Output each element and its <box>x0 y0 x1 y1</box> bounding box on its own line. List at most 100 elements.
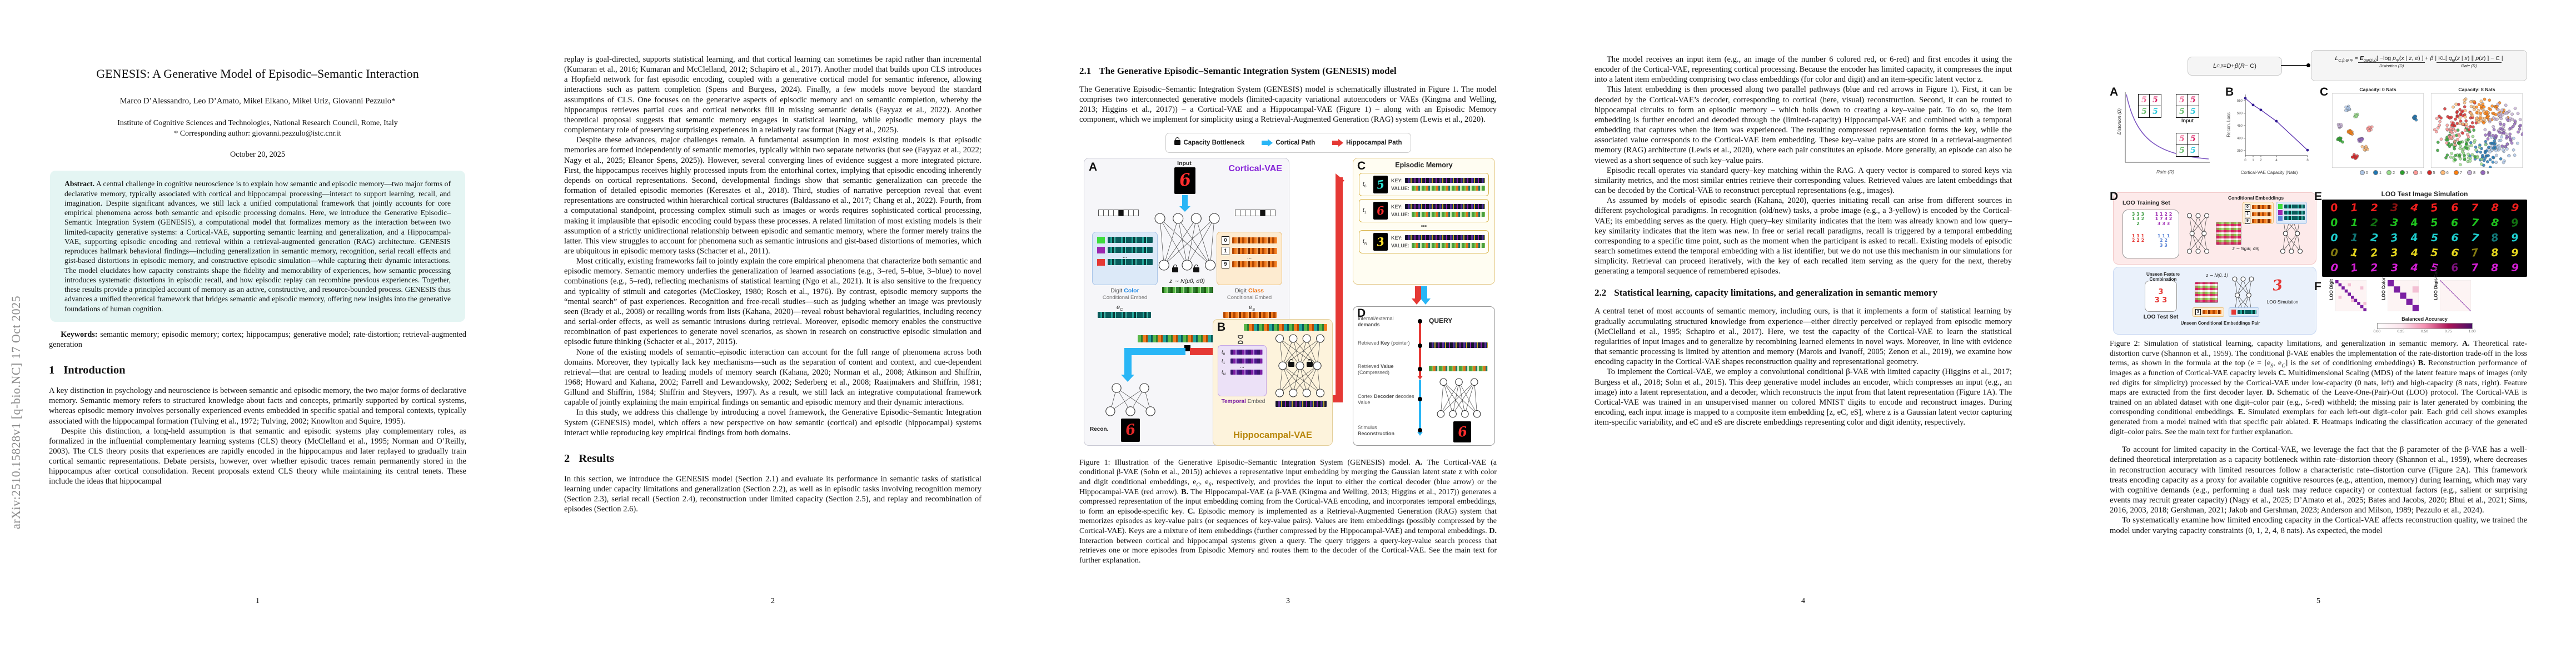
paragraph: As assumed by models of episodic search … <box>1595 196 2012 276</box>
dots: ... <box>1122 253 1128 260</box>
value-label: VALUE: <box>1391 242 1409 248</box>
svg-text:450: 450 <box>2237 125 2243 128</box>
authors-line: Marco D’Alessandro, Leo D’Amato, Mikel E… <box>119 96 396 106</box>
legend-item: Capacity Bottleneck <box>1174 137 1244 146</box>
section-number: 2.2 <box>1595 287 1607 298</box>
panel-letter: D <box>2110 190 2119 203</box>
query-flow-arrowhead-red <box>1417 375 1423 380</box>
input-embedding-strip <box>1244 323 1327 331</box>
input-label: Input <box>1177 160 1192 167</box>
query-arrow-red <box>1415 286 1421 298</box>
heatmap-digit: LOO Digit <box>2329 279 2367 314</box>
colorbar <box>2376 323 2473 329</box>
z-distribution-label: z ∼ N(μθ, σθ) <box>1169 277 1205 285</box>
heatmap-grid <box>2335 280 2367 314</box>
color-embeddings-chip <box>2276 202 2307 224</box>
episode-time-label: t1 <box>1363 207 1367 215</box>
equation-connector-dot <box>2306 63 2310 67</box>
flow-node <box>1418 343 1422 348</box>
page-number: 2 <box>771 597 775 605</box>
flow-node <box>1418 396 1422 401</box>
loo-training-set-label: LOO Training Set <box>2122 200 2170 206</box>
scatter-title-left: Capacity: 0 Nats <box>2359 87 2396 92</box>
value-label: VALUE: <box>1391 211 1409 217</box>
stimulus-reconstruction-label: Stimulus Reconstruction <box>1358 424 1395 436</box>
date: October 20, 2025 <box>230 150 285 160</box>
rate-distortion-curve <box>2125 92 2210 163</box>
legend-item: Hippocampal Path <box>1332 138 1402 147</box>
digit-color-label: Digit Color <box>1110 287 1139 294</box>
colorbar-title: Balanced Accuracy <box>2401 316 2448 322</box>
svg-text:1: 1 <box>2252 159 2254 162</box>
tN-label: tN <box>1222 369 1226 376</box>
page-number: 5 <box>2316 597 2320 605</box>
color-swatch-green <box>1097 236 1105 243</box>
dots: ... <box>1240 363 1244 369</box>
hourglass-icon <box>1238 335 1243 344</box>
cortex-decoder-label: Cortex Decoder decodes Value <box>1358 393 1414 405</box>
paragraph: This latent embedding is then processed … <box>1595 85 2012 165</box>
paragraph: Most critically, existing frameworks fai… <box>564 257 981 347</box>
section-title: Statistical learning, capacity limitatio… <box>1614 287 1937 298</box>
latent-feature-map <box>2216 222 2241 245</box>
class-digit: 9 <box>2245 218 2250 224</box>
figure1-panel-d-query-interaction: D Internal/external demands Retrieved Ke… <box>1353 306 1495 446</box>
query-label: QUERY <box>1429 316 1453 325</box>
episode-digit-image: 5 <box>1373 175 1388 193</box>
svg-text:4: 4 <box>2275 159 2278 162</box>
episode-entry: tN 3 KEY: VALUE: <box>1359 230 1489 253</box>
figure-legend: Capacity Bottleneck Cortical Path Hippoc… <box>1165 132 1411 153</box>
episode-digit-image: 3 <box>1373 232 1388 251</box>
lock-icon <box>1174 137 1181 146</box>
mds-scatter-high-capacity <box>2430 93 2528 171</box>
class-digit: 9 <box>1222 260 1229 268</box>
retrieved-value-label: Retrieved Value (Compressed) <box>1358 363 1394 375</box>
panel-letter: B <box>2225 86 2234 98</box>
episode-time-label: tN <box>1363 238 1367 246</box>
key-label: KEY: <box>1391 203 1403 210</box>
distortion-term: EqΘ(z|x)[ −log pΨ(x | z, e) ]Distortion … <box>2358 55 2425 68</box>
page-3: 2.1 The Generative Episodic–Semantic Int… <box>1030 0 1546 667</box>
heatmap-row: LOO Digit LOO Color LOO Digit-Color <box>2329 266 2527 314</box>
svg-text:0: 0 <box>2244 159 2246 162</box>
ec-label: eC <box>1117 303 1123 312</box>
conditional-embed-label: Conditional Embed <box>1227 294 1272 301</box>
x-axis-label: Rate (R) <box>2156 169 2175 175</box>
unseen-feature-combination-label: Unseen Feature Combination <box>2146 272 2180 282</box>
section-title: Results <box>579 452 615 465</box>
red-arrow-icon <box>1332 138 1344 147</box>
key-label: KEY: <box>1391 177 1403 183</box>
svg-text:8: 8 <box>2306 159 2309 162</box>
red-path-arrowhead <box>1336 173 1344 188</box>
lock-icon <box>1172 264 1178 272</box>
figure1-panel-c-episodic-memory: C Episodic Memory t0 5 KEY: VALUE: t <box>1353 157 1495 285</box>
paragraph: To account for limited capacity in the C… <box>2110 445 2527 515</box>
paragraph: Despite this distinction, a long-held as… <box>49 426 466 486</box>
retrieved-key-strip <box>1429 342 1488 348</box>
page-4: The model receives an input item (e.g., … <box>1546 0 2061 667</box>
t0-label: t0 <box>1222 349 1225 356</box>
keywords: Keywords: semantic memory; episodic memo… <box>49 330 466 349</box>
paragraph: A central tenet of most accounts of sema… <box>1595 307 2012 367</box>
es-label: eS <box>1249 303 1255 312</box>
dots: ••• <box>1421 223 1427 230</box>
loss-end: | <box>2501 55 2503 62</box>
latent-sample <box>2195 282 2218 303</box>
affiliation: Institute of Cognitive Sciences and Tech… <box>117 118 398 127</box>
figure-1: Capacity Bottleneck Cortical Path Hippoc… <box>1079 132 1497 452</box>
svg-text:2: 2 <box>2260 159 2262 162</box>
input-digit-image: 6 <box>1174 167 1195 194</box>
loo-test-box: Unseen Feature Combination 3 3 3 LOO Tes… <box>2113 267 2316 335</box>
input-label: Input <box>2181 118 2194 123</box>
es-strip <box>1223 311 1277 318</box>
paragraph: Despite these advances, major challenges… <box>564 136 981 256</box>
